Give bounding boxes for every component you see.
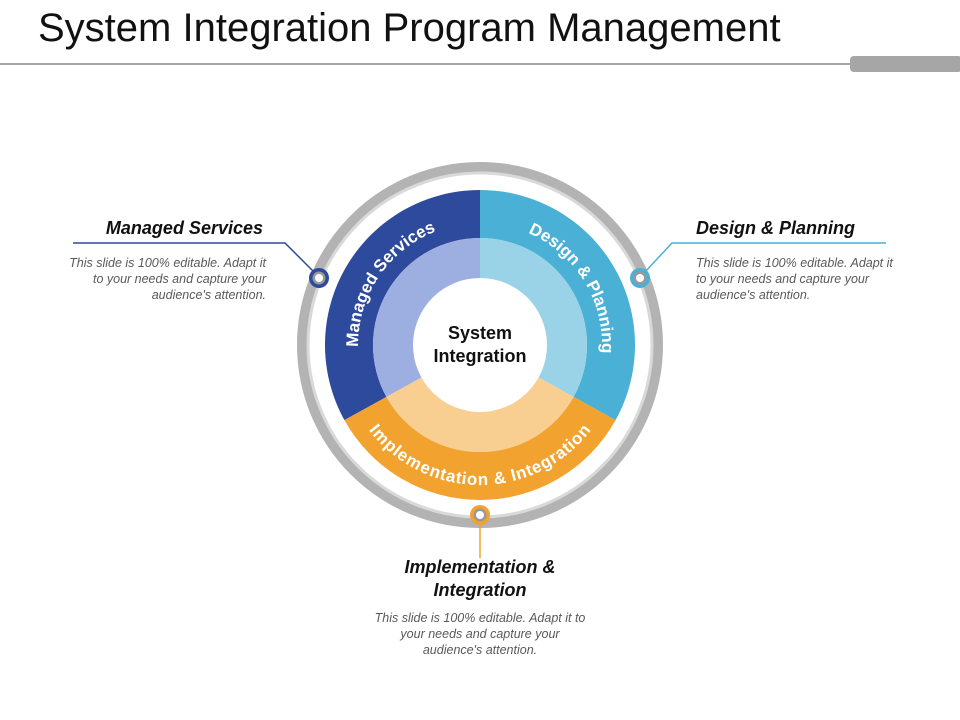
title-accent-bar bbox=[850, 56, 960, 72]
connector-dot-design bbox=[630, 268, 650, 288]
connector-design-planning bbox=[644, 242, 886, 273]
callout-text-design-planning: This slide is 100% editable. Adapt it to… bbox=[696, 256, 893, 302]
segment-managed-services bbox=[325, 190, 480, 421]
segment-implementation-integration bbox=[344, 396, 616, 500]
callout-heading-line1: Implementation & bbox=[404, 557, 556, 577]
segment-design-planning bbox=[480, 190, 635, 421]
callout-text-implementation: This slide is 100% editable. Adapt it to… bbox=[374, 611, 586, 657]
center-circle bbox=[413, 278, 547, 412]
connector-managed-services bbox=[73, 242, 315, 273]
callout-heading-design-planning: Design & Planning bbox=[696, 218, 856, 238]
slide-title: System Integration Program Management bbox=[38, 6, 781, 50]
title-divider bbox=[0, 63, 852, 65]
callout-heading-managed-services: Managed Services bbox=[105, 218, 263, 238]
center-label-line1: System bbox=[448, 323, 512, 343]
connector-dot-managed bbox=[309, 268, 329, 288]
callout-heading-line2: Integration bbox=[433, 580, 527, 600]
callout-heading-implementation: Implementation & Integration bbox=[360, 556, 600, 602]
connector-dot-implementation bbox=[470, 505, 490, 525]
inner-segment-implementation-integration bbox=[386, 374, 574, 452]
callout-text-managed-services: This slide is 100% editable. Adapt it to… bbox=[69, 256, 266, 302]
center-label-line2: Integration bbox=[434, 346, 527, 366]
